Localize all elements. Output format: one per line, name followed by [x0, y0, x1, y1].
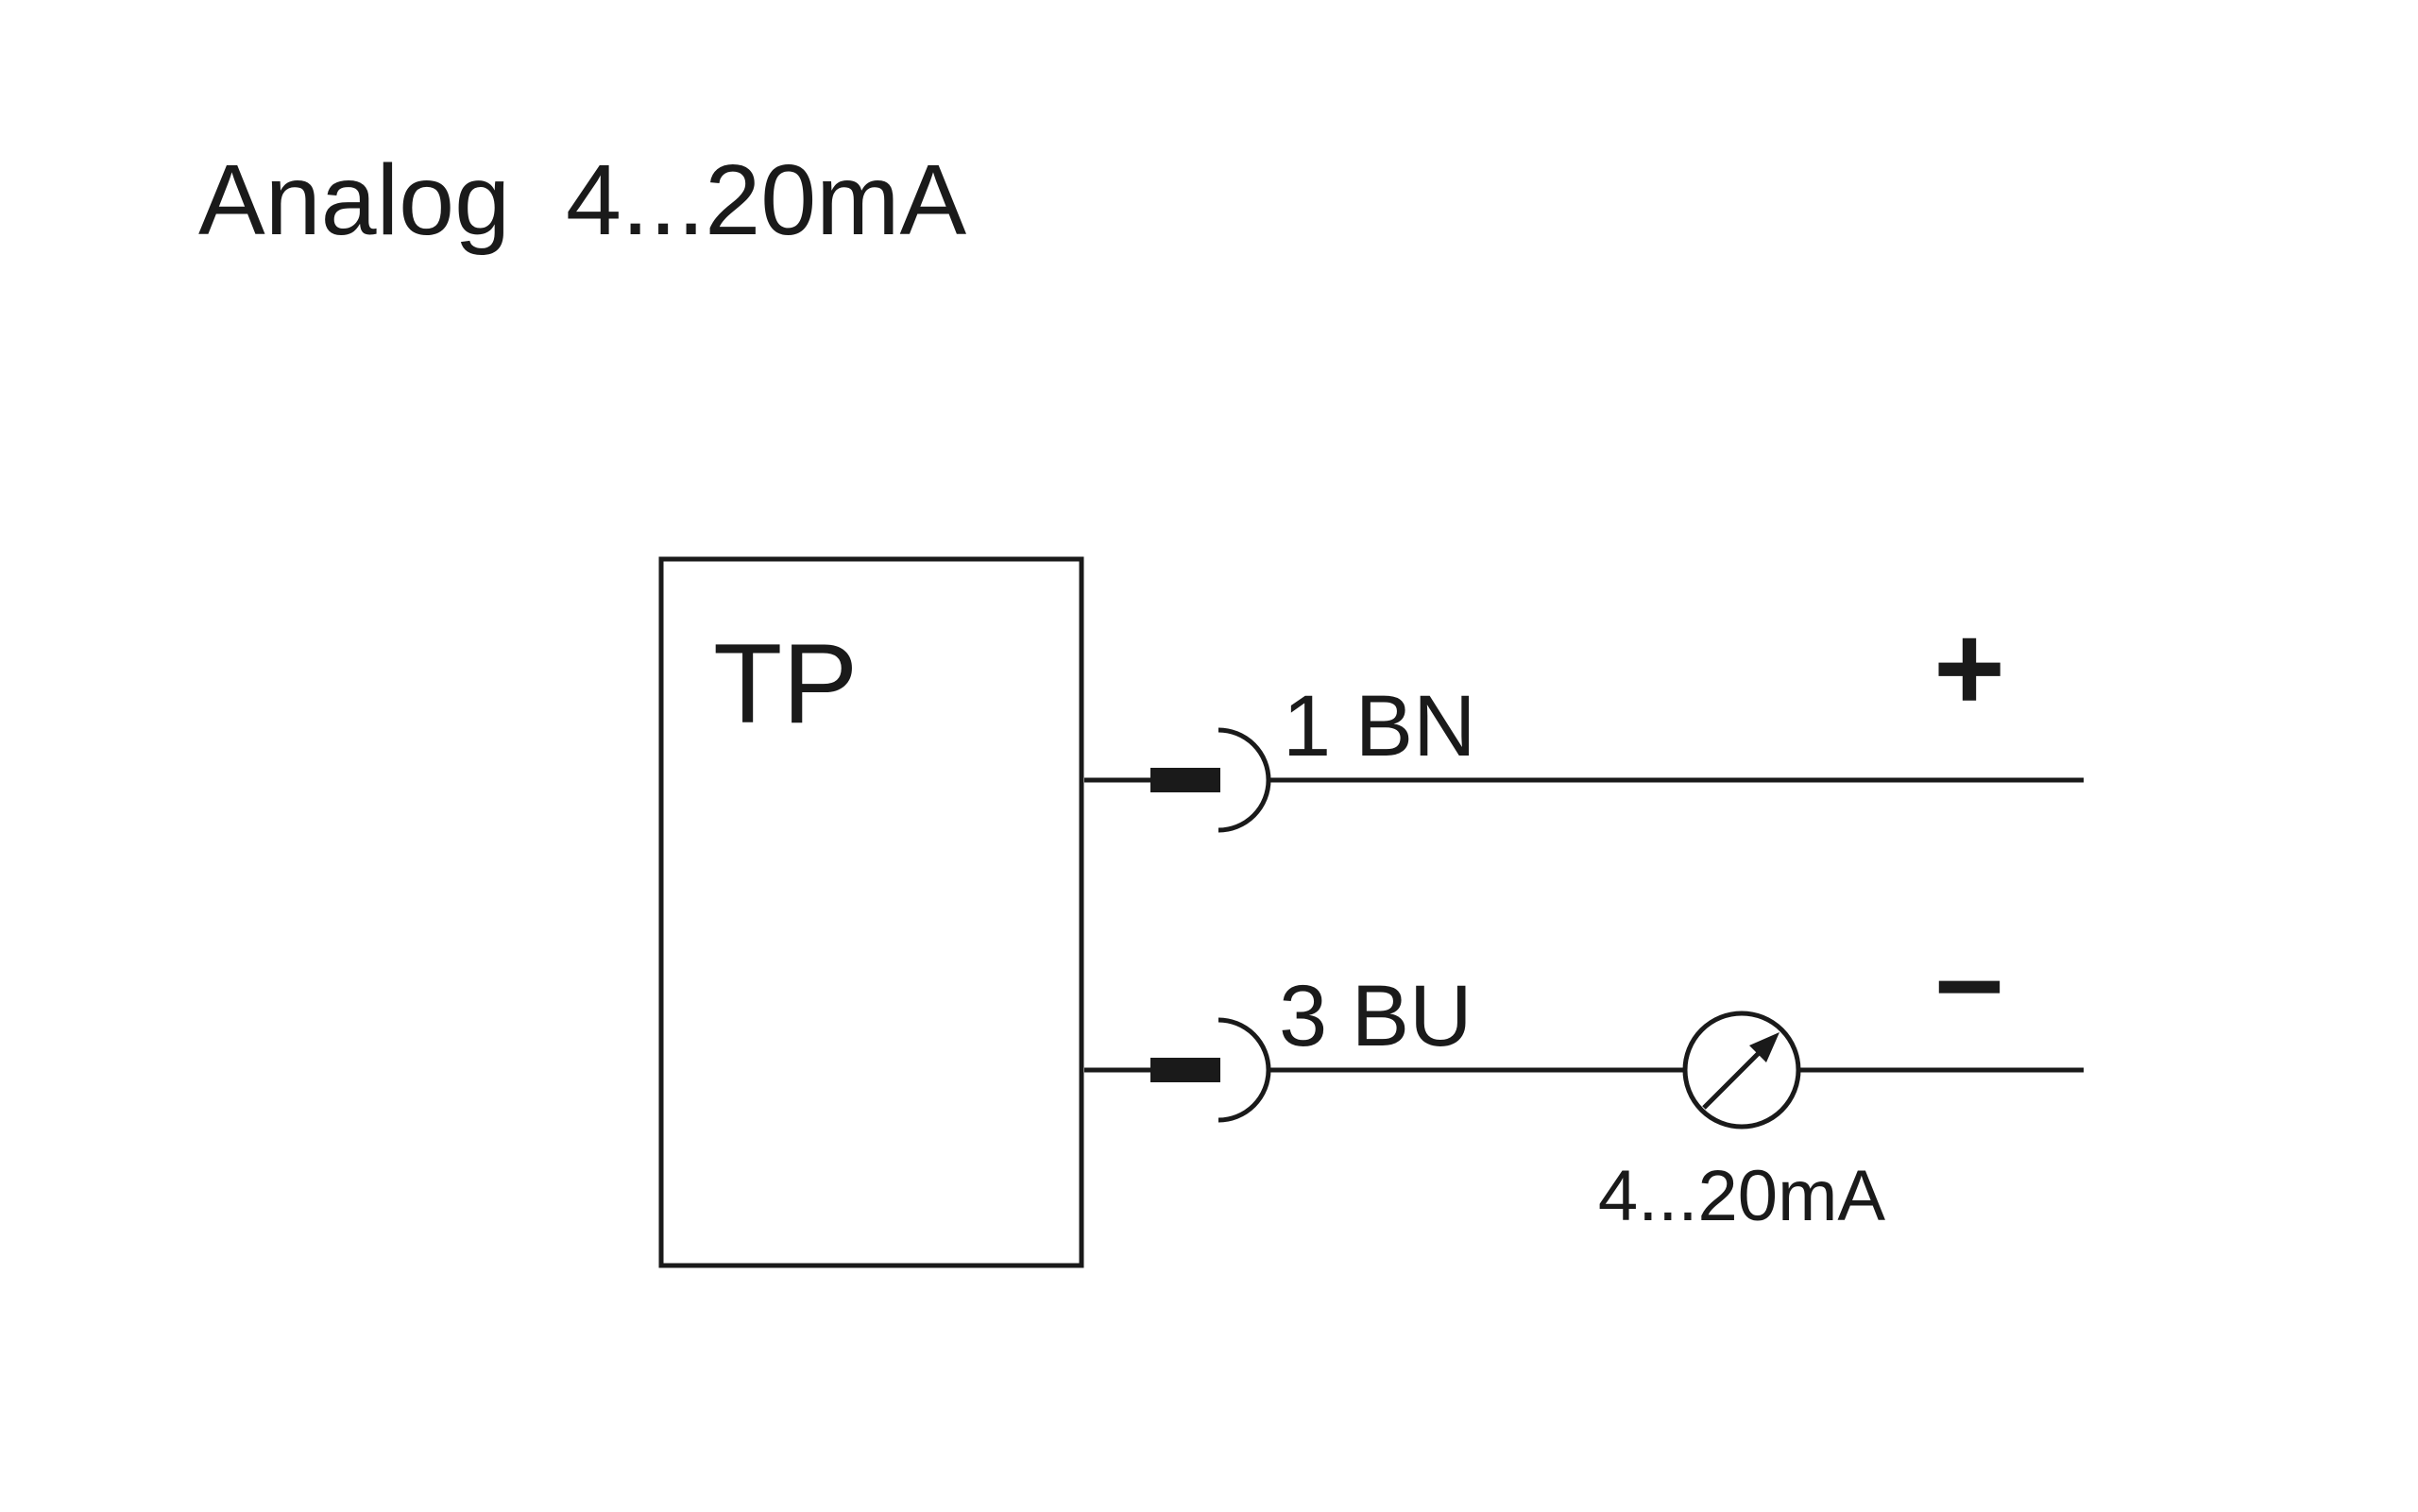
- ammeter-icon: [1682, 1011, 1801, 1130]
- wire-1-label: 1 BN: [1283, 678, 1476, 774]
- wire-2-pin: [1150, 1058, 1220, 1082]
- wire-2-polarity: –: [1935, 909, 2003, 1046]
- ammeter-arrowhead: [1749, 1032, 1779, 1062]
- device-box: [658, 556, 1084, 1268]
- meter-label: 4...20mA: [1598, 1156, 1885, 1236]
- ammeter-needle: [1702, 1047, 1764, 1110]
- wire-2-socket: [1218, 1017, 1271, 1123]
- diagram-title: Analog 4...20mA: [198, 144, 966, 256]
- wire-2-label: 3 BU: [1279, 968, 1473, 1064]
- wire-1-socket: [1218, 727, 1271, 833]
- device-label: TP: [713, 620, 858, 747]
- wire-1-polarity: +: [1933, 599, 2005, 737]
- wire-1-pin: [1150, 768, 1220, 792]
- wire-1: [1084, 727, 2084, 833]
- wire-2: [1084, 1017, 2084, 1123]
